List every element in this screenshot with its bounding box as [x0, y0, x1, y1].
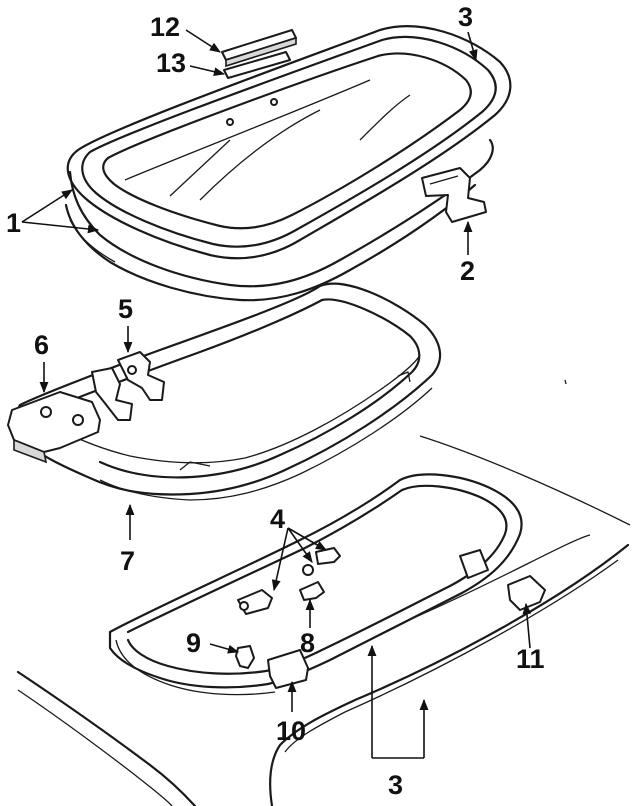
part-10-clip [267, 649, 309, 689]
callout-12: 12 [150, 12, 180, 42]
part-4-piece-b [315, 547, 341, 565]
glass-panel-assembly [64, 25, 512, 302]
lower-frame-assembly [108, 473, 546, 696]
callout-9: 9 [186, 628, 201, 658]
part-8-piece [299, 581, 325, 601]
callout-5: 5 [118, 294, 133, 324]
callout-3-bottom: 3 [388, 770, 403, 800]
callout-4: 4 [270, 504, 285, 534]
part-2-bracket [421, 167, 487, 223]
callout-3-top: 3 [458, 2, 473, 32]
callout-13: 13 [156, 48, 186, 78]
leader-lines [21, 29, 532, 759]
sunroof-frame-assembly [7, 282, 442, 501]
callout-6: 6 [34, 330, 49, 360]
part-11-clip [507, 575, 546, 611]
callout-10: 10 [276, 716, 306, 746]
callouts: 1 2 3 4 5 6 7 8 9 10 11 12 13 3 [6, 2, 545, 800]
part-9-pin [235, 645, 255, 669]
callout-2: 2 [460, 256, 475, 286]
callout-7: 7 [120, 546, 135, 576]
callout-1: 1 [6, 208, 21, 238]
callout-8: 8 [300, 628, 315, 658]
roof-panel [16, 379, 631, 806]
part-13-strip [223, 51, 291, 79]
part-5-bracket [117, 351, 165, 401]
callout-11: 11 [516, 644, 545, 674]
part-6-hinge [7, 391, 101, 453]
